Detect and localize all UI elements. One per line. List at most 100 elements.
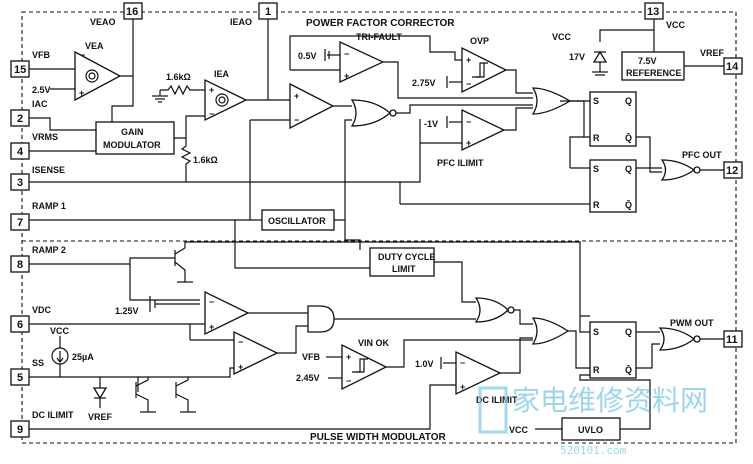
pin-5-ss: 5 SS [10,358,44,386]
pin-4-vrms: 4 VRMS [10,132,58,160]
resistor-r2 [180,138,192,182]
uvlo-label: UVLO [578,425,603,435]
reference-label-2: REFERENCE [626,68,682,78]
pin-2-number: 2 [17,113,23,125]
pin-4-label: VRMS [32,132,58,142]
resistor-r2-label: 1.6kΩ [193,155,218,165]
pin-1-number: 1 [265,6,271,18]
vcc-top-label: VCC [552,32,572,42]
pin-7-number: 7 [17,217,23,229]
watermark-logo [478,386,508,434]
vcc-uvlo-label: VCC [509,425,529,435]
svg-text:+: + [346,352,351,362]
reference-label-1: 7.5V [638,56,657,66]
svg-text:+: + [294,91,299,101]
dc-ilimit-comparator [455,350,502,396]
pfc-ilimit-label: PFC ILIMIT [437,158,484,168]
svg-text:−: − [294,115,299,125]
pin-1-ieao: 1 IEAO [230,2,278,27]
ff2-s: S [593,164,599,174]
current-source-label: 25µA [72,352,94,362]
pin-7-ramp1: 7 RAMP 1 [10,201,66,231]
svg-text:−: − [209,297,214,307]
vref-ss-label: VREF [88,412,113,422]
pin-15-label: VFB [32,50,51,60]
pin-1-label: IEAO [230,17,252,27]
ss-diode [92,387,108,400]
pin-12-number: 12 [726,165,738,177]
svg-text:−: − [344,49,349,59]
duty-label-1: DUTY CYCLE [378,252,435,262]
pin-16-label: VEAO [90,17,116,27]
pin-11-number: 11 [726,334,738,346]
pin-12-label: PFC OUT [682,150,722,160]
svg-text:+: + [466,138,471,148]
vea-ref-label: 2.5V [32,85,51,95]
ff3-r: R [593,365,600,375]
pin-5-label: SS [32,358,44,368]
ff1-qb: Q̄ [625,133,632,143]
svg-text:+: + [79,88,84,98]
watermark-text: 家电维修资料网 [512,384,708,417]
pfc-latch-2 [589,159,637,213]
pin-2-iac: 2 IAC [10,99,48,127]
pin-6-label: VDC [32,305,52,315]
ff3-qb: Q̄ [625,365,632,375]
pfc-pwm-comparator [289,82,335,130]
pin-7-label: RAMP 1 [32,201,66,211]
pin-11-label: PWM OUT [670,318,714,328]
dc-ilimit-label: DC ILIMIT [476,395,518,405]
zener-label: 17V [569,52,585,62]
reference-block [621,51,685,81]
ff1-s: S [593,96,599,106]
vfb-in-label: VFB [302,352,321,362]
pin-3-isense: 3 ISENSE [10,165,65,191]
svg-text:+: + [344,71,349,81]
ovp-ref-label: 2.75V [412,78,436,88]
svg-text:−: − [209,109,214,119]
pin-8-label: RAMP 2 [32,245,66,255]
ovp-label: OVP [470,36,489,46]
pfc-section-title: POWER FACTOR CORRECTOR [306,18,455,29]
pfc-or-gate [531,87,572,115]
svg-text:+: + [238,362,243,372]
duty-label-2: LIMIT [392,264,416,274]
pwm-comparator-1 [204,290,250,336]
pfc-out-nor [660,159,696,181]
pin-16-veao: 16 VEAO [90,2,143,27]
svg-text:−: − [80,50,85,60]
pin-13-vcc: 13 VCC [644,2,686,30]
pin-8-ramp2: 8 RAMP 2 [10,245,66,273]
pwm-latch [589,321,637,379]
svg-text:−: − [460,358,465,368]
vea-amplifier: − + VEA [74,41,122,102]
pin-12-pfc-out: 12 PFC OUT [682,150,743,179]
ff1-r: R [593,133,600,143]
pwm-and-gate [307,305,335,333]
pin-16-number: 16 [126,6,138,18]
pfc-ilimit-comparator [461,108,506,152]
pin-13-label: VCC [666,20,686,30]
resistor-r1-label: 1.6kΩ [166,72,191,82]
gain-modulator [95,121,175,155]
ff2-r: R [593,200,600,210]
pin-13-number: 13 [647,6,659,18]
zener-diode [592,50,608,63]
pin-4-number: 4 [17,146,24,158]
iea-label: IEA [214,69,230,79]
pin-14-vref: 14 VREF [700,48,743,75]
pin-6-vdc: 6 VDC [10,305,52,333]
pwm-section-title: PULSE WIDTH MODULATOR [310,432,447,443]
pin-15-number: 15 [14,64,26,76]
pin-2-label: IAC [32,99,48,109]
pin-3-label: ISENSE [32,165,65,175]
tri-fault-label: TRI-FAULT [356,32,402,42]
pin-3-number: 3 [17,177,23,189]
vcc-ss-label: VCC [50,326,70,336]
svg-text:+: + [209,322,214,332]
dc-ilimit-ref-label: 1.0V [415,359,434,369]
pin-9-number: 9 [17,424,23,436]
oscillator-label: OSCILLATOR [268,216,326,226]
ff1-q: Q [625,96,632,106]
